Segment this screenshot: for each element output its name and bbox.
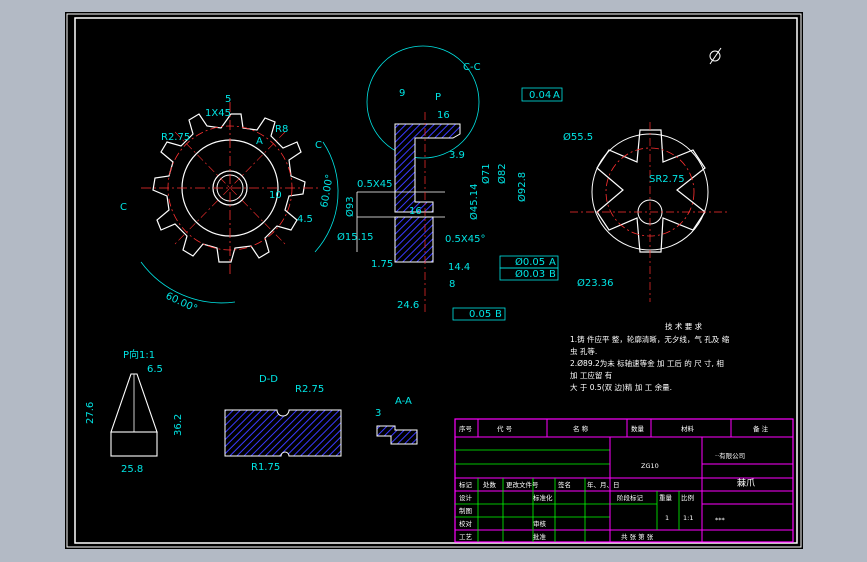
notes-line1: 1.铸 件应平 整，轮廓清晰，无夕线，气 孔及 缩 xyxy=(570,334,730,344)
tb-r-audit: 审核 xyxy=(533,519,547,528)
label-section-aa: A-A xyxy=(395,396,412,407)
label-d5: 5 xyxy=(225,94,231,105)
label-run2: Ø0.03 xyxy=(515,268,545,280)
cad-viewport[interactable]: 1X45 5 R2.75 R8 A C C 10 4.5 60.00° 60.0… xyxy=(65,12,803,549)
label-sr275: SR2.75 xyxy=(649,174,685,185)
label-c05b: 0.5X45° xyxy=(445,234,485,245)
label-d555: Ø55.5 xyxy=(563,131,593,143)
tb-r-design: 设计 xyxy=(459,493,473,502)
label-section-p: P xyxy=(435,92,441,103)
notes-line5: 大 于 0.5(双 边)精 加 工 余量. xyxy=(570,382,672,392)
label-run2-ref: B xyxy=(549,269,556,280)
label-d9: 9 xyxy=(399,88,405,99)
tb-h-seq: 序号 xyxy=(459,424,473,433)
label-d2336: Ø23.36 xyxy=(577,277,614,289)
label-d175: 1.75 xyxy=(371,259,393,270)
label-view-c-left: C xyxy=(120,202,127,213)
label-d65: 6.5 xyxy=(147,364,163,375)
ratchet-outline xyxy=(152,113,306,263)
label-d10: 10 xyxy=(269,190,282,201)
label-view-a: A xyxy=(256,136,263,147)
tb-company: ··有限公司 xyxy=(715,451,745,460)
label-section-dd: D-D xyxy=(259,374,278,385)
label-tol-flat-ref: A xyxy=(553,90,560,101)
tb-qty-val: 1 xyxy=(665,514,669,522)
section-cc-view xyxy=(356,45,563,321)
label-par-ref: B xyxy=(495,309,502,320)
tb-r-sign: 签名 xyxy=(558,480,571,489)
section-dd-view xyxy=(224,409,342,457)
label-r8: R8 xyxy=(275,124,288,135)
label-r175-dd: R1.75 xyxy=(251,462,280,473)
tb-r-date: 年、月、日 xyxy=(587,480,620,489)
notes-line3: 2.Ø89.2为未 标轴速等金 加 工后 的 尺 寸, 相 xyxy=(570,358,724,368)
tb-r-scale: 比例 xyxy=(681,493,694,502)
label-d39: 3.9 xyxy=(449,150,465,161)
tb-scale-val: 1:1 xyxy=(683,514,693,522)
label-d8: 8 xyxy=(449,279,455,290)
drawing-canvas: 1X45 5 R2.75 R8 A C C 10 4.5 60.00° 60.0… xyxy=(66,13,802,548)
tb-part-name: 棘爪 xyxy=(737,478,755,489)
tb-r-draw: 制图 xyxy=(459,506,472,515)
tb-r-weight: 重量 xyxy=(659,494,673,502)
label-run1-ref: A xyxy=(549,257,556,268)
label-d1515: Ø15.15 xyxy=(337,231,374,243)
notes-line2: 虫 孔等. xyxy=(570,346,597,356)
label-c05: 0.5X45 xyxy=(357,179,392,190)
tb-r-stage: 阶段标记 xyxy=(617,493,644,502)
label-detail-p: P向1:1 xyxy=(123,348,155,361)
outer-frame xyxy=(66,13,802,548)
label-d246: 24.6 xyxy=(397,300,419,311)
label-r275-dd: R2.75 xyxy=(295,384,324,395)
label-run1: Ø0.05 xyxy=(515,256,545,268)
ratchet-top-view xyxy=(140,102,339,304)
tb-h-material: 材料 xyxy=(681,424,695,433)
label-d25: 25.8 xyxy=(121,464,143,475)
label-d600-right: 60.00° xyxy=(319,173,336,208)
inner-frame xyxy=(74,17,798,544)
projection-symbol xyxy=(709,47,722,65)
label-d93: Ø93 xyxy=(344,196,356,217)
tb-r-approve: 批准 xyxy=(533,532,547,541)
label-d16-top: 16 xyxy=(437,110,450,121)
tb-doc-no: *** xyxy=(715,516,726,524)
notes-title: 技 术 要 求 xyxy=(665,321,703,331)
tb-r-mark: 标记 xyxy=(459,480,473,489)
label-d3: 3 xyxy=(375,408,381,419)
label-r275-left: R2.75 xyxy=(161,132,190,143)
star-view xyxy=(570,122,730,302)
label-d45: 4.5 xyxy=(297,214,313,225)
label-d16: 16 xyxy=(409,206,422,217)
tb-r-file: 更改文件号 xyxy=(506,480,539,489)
label-section-cc: C-C xyxy=(463,62,481,73)
label-chamfer-top: 1X45 xyxy=(205,108,231,119)
tb-h-qty: 数量 xyxy=(631,424,645,433)
tb-h-code: 代 号 xyxy=(497,424,513,433)
label-d144: 14.4 xyxy=(448,262,470,273)
label-d82: Ø82 xyxy=(496,163,508,184)
notes-line4: 加 工应留 有 xyxy=(570,370,613,380)
tb-h-remark: 备 注 xyxy=(753,424,769,433)
tb-r-count: 处数 xyxy=(483,480,497,489)
label-par: 0.05 xyxy=(469,309,491,320)
tb-r-std: 标准化 xyxy=(533,493,553,502)
label-d92: Ø92.8 xyxy=(516,172,528,202)
label-d4514: Ø45.14 xyxy=(468,184,480,221)
section-aa-view xyxy=(376,425,418,445)
label-d276: 27.6 xyxy=(85,402,96,424)
p-view xyxy=(110,373,158,457)
label-d71: Ø71 xyxy=(480,163,492,184)
tb-material: ZG10 xyxy=(641,462,659,470)
technical-notes: 技 术 要 求 1.铸 件应平 整，轮廓清晰，无夕线，气 孔及 缩 虫 孔等. … xyxy=(570,321,730,392)
tb-r-process: 工艺 xyxy=(459,533,473,541)
label-tol-flat: 0.04 xyxy=(529,90,551,101)
label-view-c-top: C xyxy=(315,140,322,151)
tb-h-name: 名 称 xyxy=(573,424,589,433)
tb-r-check: 校对 xyxy=(459,519,473,528)
label-d362: 36.2 xyxy=(173,414,184,436)
title-block xyxy=(454,418,794,543)
tb-sheet: 共 张 第 张 xyxy=(621,532,654,541)
